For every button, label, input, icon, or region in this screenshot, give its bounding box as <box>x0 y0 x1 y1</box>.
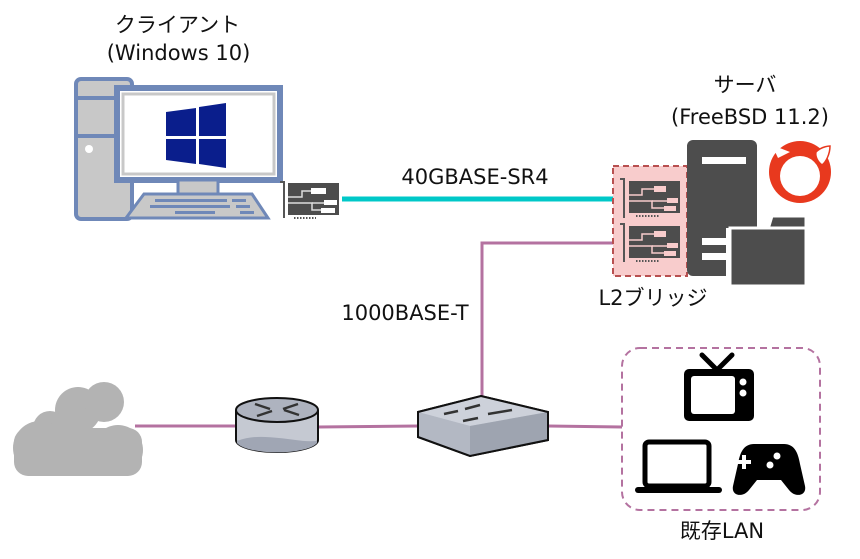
tv-icon <box>684 352 754 421</box>
fiber-link-label: 40GBASE-SR4 <box>401 165 549 189</box>
server-title: サーバ <box>713 73 777 97</box>
client-pc-icon <box>74 77 283 221</box>
server-nic-1-icon <box>620 178 680 218</box>
copper-cable-switch-lan <box>547 424 623 429</box>
windows-logo-icon <box>166 103 226 168</box>
folder-icon <box>726 214 808 288</box>
freebsd-logo-icon <box>769 141 831 203</box>
copper-cable-server-switch <box>480 241 622 396</box>
existing-lan-box <box>621 347 821 511</box>
lan-label: 既存LAN <box>679 519 765 543</box>
bridge-label: L2ブリッジ <box>598 286 708 310</box>
router-icon <box>235 397 319 453</box>
client-os: (Windows 10) <box>106 41 251 65</box>
laptop-icon <box>635 439 722 493</box>
internet-cloud-icon <box>13 382 143 476</box>
client-nic-icon <box>280 181 339 219</box>
client-title: クライアント <box>114 13 241 37</box>
switch-icon <box>417 394 549 458</box>
copper-link-label: 1000BASE-T <box>341 301 469 325</box>
copper-cable-router-switch <box>317 424 419 429</box>
server-os: (FreeBSD 11.2) <box>671 105 829 129</box>
server-nic-2-icon <box>620 223 680 262</box>
gamepad-icon <box>732 444 806 495</box>
